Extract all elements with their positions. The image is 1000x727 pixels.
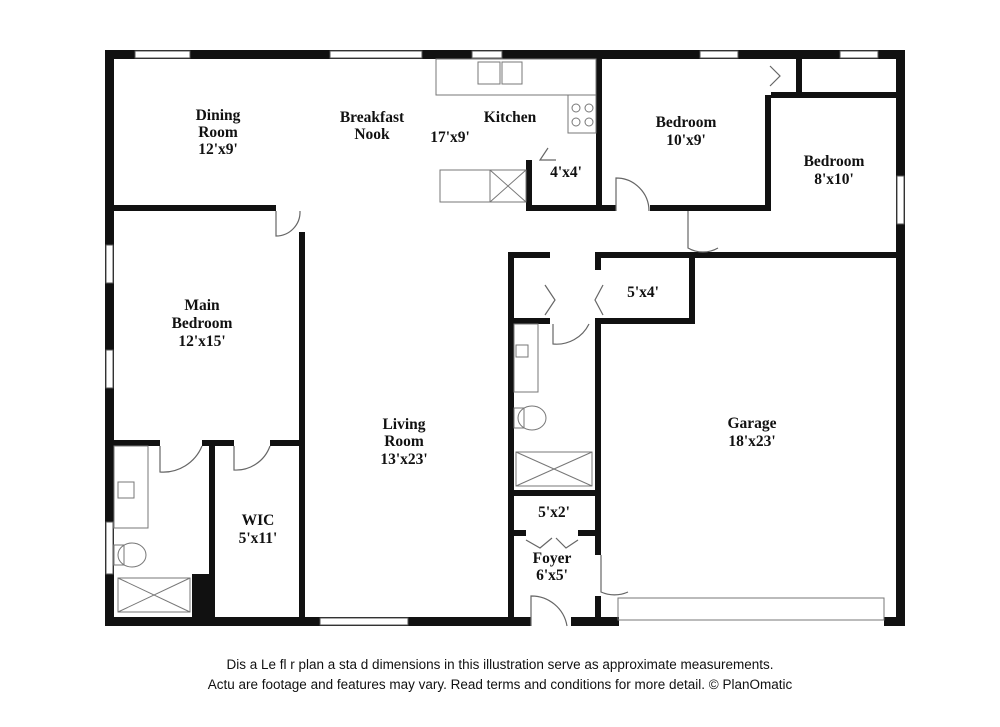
living-room-label-2: Room bbox=[384, 433, 424, 450]
main-bedroom-door-icon bbox=[275, 210, 301, 237]
exterior-walls bbox=[105, 50, 905, 626]
door-swings bbox=[159, 65, 781, 627]
shower-icon bbox=[117, 577, 191, 613]
bedroom-2-label: Bedroom bbox=[804, 153, 865, 170]
living-room-label: Living bbox=[382, 416, 425, 433]
garage-door bbox=[617, 597, 885, 621]
interior-walls bbox=[114, 59, 896, 620]
bedroom-1-dims: 10'x9' bbox=[666, 132, 706, 149]
bedroom-2-door-icon bbox=[687, 211, 719, 253]
hall-toilet-icon bbox=[517, 405, 547, 431]
dining-room-label: Dining bbox=[196, 107, 241, 124]
breakfast-nook-label-2: Nook bbox=[354, 126, 390, 143]
dining-room-dims: 12'x9' bbox=[198, 141, 238, 158]
foyer-label: Foyer bbox=[533, 550, 572, 567]
garage-dims: 18'x23' bbox=[728, 433, 775, 450]
hall-vanity bbox=[513, 323, 539, 393]
vanity bbox=[113, 445, 149, 529]
breakfast-nook-label: Breakfast bbox=[340, 109, 405, 126]
garage-label: Garage bbox=[727, 415, 776, 432]
sink-icon bbox=[117, 481, 135, 499]
closet-hall-dims: 5'x4' bbox=[627, 284, 659, 301]
windows bbox=[105, 50, 905, 626]
main-bedroom-dims: 12'x15' bbox=[178, 333, 225, 350]
foyer-dims: 6'x5' bbox=[536, 567, 568, 584]
wic-dims: 5'x11' bbox=[239, 530, 278, 547]
disclaimer-line-2: Actu are footage and features may vary. … bbox=[207, 677, 793, 692]
living-room-dims: 13'x23' bbox=[380, 451, 427, 468]
bedroom-door-icon bbox=[615, 177, 650, 212]
kitchen-dims: 17'x9' bbox=[430, 129, 470, 146]
pantry-dims: 4'x4' bbox=[550, 164, 582, 181]
disclaimer-line-1: Dis a Le fl r plan a sta d dimensions in… bbox=[226, 657, 774, 672]
coat-closet-dims: 5'x2' bbox=[538, 504, 570, 521]
bedroom-1-label: Bedroom bbox=[656, 114, 717, 131]
wic-label: WIC bbox=[242, 512, 275, 529]
kitchen-fixtures bbox=[435, 58, 597, 203]
toilet-icon bbox=[117, 542, 147, 568]
main-bedroom-label-2: Bedroom bbox=[172, 315, 233, 332]
kitchen-island bbox=[439, 169, 527, 203]
room-labels: Dining Room 12'x9' Breakfast Nook Kitche… bbox=[172, 107, 865, 584]
main-bedroom-label: Main bbox=[184, 297, 220, 314]
bedroom-2-dims: 8'x10' bbox=[814, 171, 854, 188]
dining-room-label-2: Room bbox=[198, 124, 238, 141]
bath-fixtures bbox=[113, 323, 885, 621]
hall-sink-icon bbox=[515, 344, 529, 358]
kitchen-sink-icon bbox=[477, 61, 501, 85]
hall-shower-icon bbox=[515, 451, 593, 487]
kitchen-label: Kitchen bbox=[484, 109, 537, 126]
